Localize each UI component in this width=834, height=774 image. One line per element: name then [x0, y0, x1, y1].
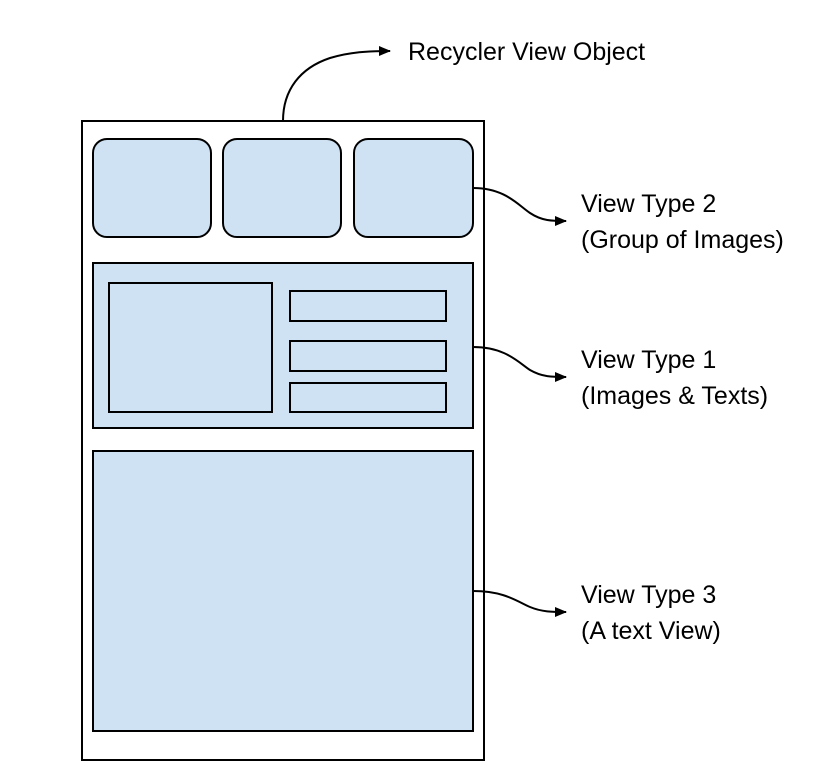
text-line-1 [289, 290, 447, 322]
image-tile-2 [222, 138, 342, 238]
view-type-1-description: (Images & Texts) [581, 382, 768, 410]
view-type-3-name: View Type 3 [581, 581, 716, 609]
view-type-3-description: (A text View) [581, 617, 721, 645]
view-type-1-name: View Type 1 [581, 346, 716, 374]
view-type-2-description: (Group of Images) [581, 226, 784, 254]
recycler-view-object-label: Recycler View Object [408, 38, 645, 66]
view-type-1-arrow [472, 346, 567, 382]
view-type-2-group [92, 138, 474, 238]
view-type-2-arrow [472, 187, 567, 226]
view-type-3-arrow [472, 590, 567, 617]
text-line-3 [289, 382, 447, 413]
view-type-1-row [92, 262, 474, 429]
view-type-2-name: View Type 2 [581, 190, 716, 218]
image-placeholder [108, 282, 273, 413]
image-tile-3 [353, 138, 474, 238]
title-arrow [282, 46, 391, 122]
text-line-2 [289, 340, 447, 372]
image-tile-1 [92, 138, 212, 238]
view-type-3-text-view [92, 450, 474, 732]
